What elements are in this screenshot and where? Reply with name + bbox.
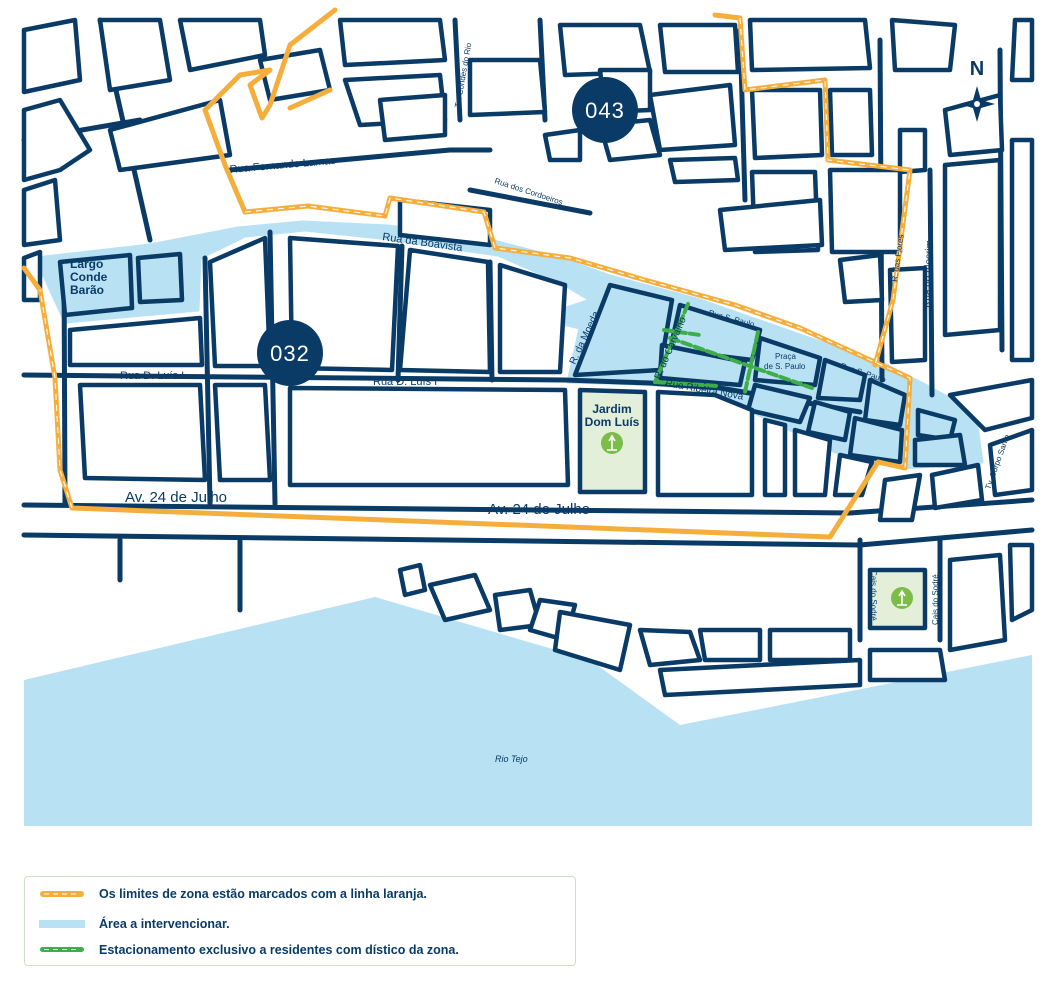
jardim-label-2: Dom Luís: [585, 415, 640, 429]
green-dashed-line-icon: [40, 947, 84, 952]
jardim-label-1: Jardim: [592, 402, 631, 416]
compass-rose-icon: N: [959, 58, 995, 122]
zone-marker-043: 043: [572, 77, 638, 143]
tree-icon: [891, 587, 913, 609]
tree-icon: [601, 432, 623, 454]
orange-dashed-line-icon: [40, 891, 84, 897]
legend-item-boundary: Os limites de zona estão marcados com a …: [39, 887, 427, 901]
praca-label-2: de S. Paulo: [764, 362, 806, 371]
legend-label: Estacionamento exclusivo a residentes co…: [99, 943, 459, 957]
zone-number: 032: [270, 341, 310, 366]
legend-label: Área a intervencionar.: [99, 917, 230, 931]
legend-label: Os limites de zona estão marcados com a …: [99, 887, 427, 901]
praca-label-1: Praça: [775, 352, 796, 361]
map-legend: Os limites de zona estão marcados com a …: [24, 876, 576, 966]
street-cais-sodre-2: Cais do Sodré: [931, 574, 940, 625]
street-alecrim: Rua do Alecrim: [922, 240, 935, 308]
resident-parking-lines: [653, 302, 814, 394]
street-av24-east: Av. 24 de Julho: [488, 501, 590, 518]
compass-label: N: [970, 58, 984, 80]
zone-marker-032: 032: [257, 320, 323, 386]
largo-label-2: Conde: [70, 270, 108, 284]
legend-item-parking: Estacionamento exclusivo a residentes co…: [39, 943, 459, 957]
river-label: Rio Tejo: [495, 754, 528, 764]
river-tejo: [24, 597, 1032, 826]
street-cais-sodre-1: Cais do Sodré: [869, 570, 878, 621]
city-blocks: [21, 17, 1035, 698]
street-d-luis-west: Rua D. Luís I: [120, 370, 184, 382]
street-d-luis-east: Rua D. Luís I: [373, 376, 437, 388]
largo-label-3: Barão: [70, 283, 104, 297]
legend-item-area: Área a intervencionar.: [39, 917, 230, 931]
largo-label-1: Largo: [70, 257, 103, 271]
blue-area-icon: [39, 920, 85, 928]
zone-number: 043: [585, 98, 625, 123]
street-av24-west: Av. 24 de Julho: [125, 489, 227, 506]
